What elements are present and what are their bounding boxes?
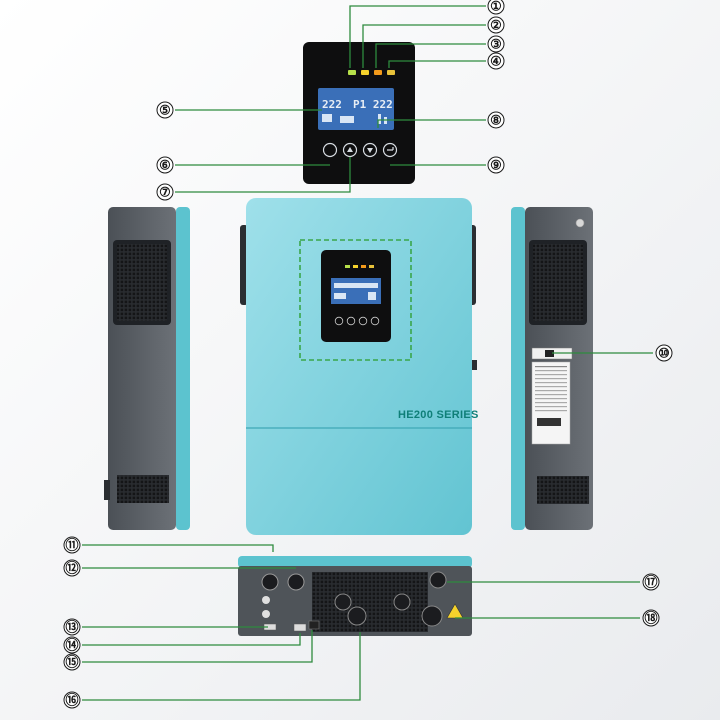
callout-15: ⑮ [63,653,81,671]
callout-7: ⑦ [156,183,174,201]
lcd-battery-icon [340,116,354,123]
breaker-icon [429,571,447,589]
pv-terminal-icon [334,593,352,611]
lcd-grid-icon [322,114,332,122]
breaker-icon [261,573,279,591]
svg-text:⑰: ⑰ [644,575,657,590]
side-vent-icon [117,244,167,321]
svg-text:⑮: ⑮ [65,655,78,670]
bottom-view [238,556,472,636]
callout-16: ⑯ [63,691,81,709]
svg-text:⑩: ⑩ [658,346,670,361]
callout-13: ⑬ [63,618,81,636]
enter-button-icon[interactable] [382,142,398,158]
callout-12: ⑫ [63,559,81,577]
svg-text:⑤: ⑤ [159,103,171,118]
led-orange-icon [374,70,382,75]
front-view: HE200 SERIES [240,198,479,535]
svg-text:⑭: ⑭ [65,638,78,653]
callout-markers: ① ② ③ ④ ⑤ ⑥ ⑦ ⑧ ⑨ ⑩ ⑪ ⑫ ⑬ ⑭ ⑮ ⑯ ⑰ ⑱ [63,0,673,709]
callout-2: ② [487,16,505,34]
svg-text:⑥: ⑥ [159,158,171,173]
led-amber-icon [387,70,395,75]
rj45-port-icon [308,620,320,630]
callout-1: ① [487,0,505,15]
side-vent-lower-icon [117,475,169,503]
led-green-icon [348,70,356,75]
left-side-view [104,207,190,530]
svg-text:⑬: ⑬ [65,620,78,635]
control-panel-closeup: 222 P1 222 [303,42,415,184]
svg-text:⑯: ⑯ [65,693,78,708]
svg-text:④: ④ [490,54,502,69]
barcode-icon [537,418,561,426]
screw-icon [575,218,585,228]
led-yellow-icon [361,70,369,75]
bottom-vent-icon [312,572,428,632]
right-side-view [511,207,593,530]
svg-text:②: ② [490,18,502,33]
callout-3: ③ [487,35,505,53]
callout-5: ⑤ [156,101,174,119]
svg-text:⑧: ⑧ [490,113,502,128]
panel-highlight-box [299,239,412,361]
series-label: HE200 SERIES [398,409,479,421]
breaker-icon [287,573,305,591]
lcd-load-icon [378,114,381,124]
lcd-right-readout: P1 222 [353,98,393,111]
side-vent-icon [533,244,583,321]
callout-9: ⑨ [487,156,505,174]
down-button-icon[interactable] [362,142,378,158]
svg-text:⑦: ⑦ [159,185,171,200]
callout-6: ⑥ [156,156,174,174]
callout-8: ⑧ [487,111,505,129]
callout-4: ④ [487,52,505,70]
callout-lines [82,5,653,701]
up-button-icon[interactable] [342,142,358,158]
callout-17: ⑰ [642,573,660,591]
pv-terminal-icon [393,593,411,611]
callout-11: ⑪ [63,536,81,554]
svg-text:⑨: ⑨ [490,158,502,173]
svg-text:⑪: ⑪ [65,538,78,553]
lcd-left-readout: 222 [322,98,342,111]
side-vent-lower-icon [537,476,589,504]
svg-text:⑫: ⑫ [65,561,78,576]
svg-text:③: ③ [490,37,502,52]
callout-14: ⑭ [63,636,81,654]
menu-button-icon[interactable] [322,142,338,158]
battery-terminal-icon [421,605,443,627]
svg-text:①: ① [490,0,502,14]
rs232-port-icon [293,623,307,632]
callout-18: ⑱ [642,609,660,627]
svg-text:⑱: ⑱ [644,611,657,626]
lcd-screen [318,88,394,130]
callout-10: ⑩ [655,344,673,362]
ac-terminal-icon [347,606,367,626]
